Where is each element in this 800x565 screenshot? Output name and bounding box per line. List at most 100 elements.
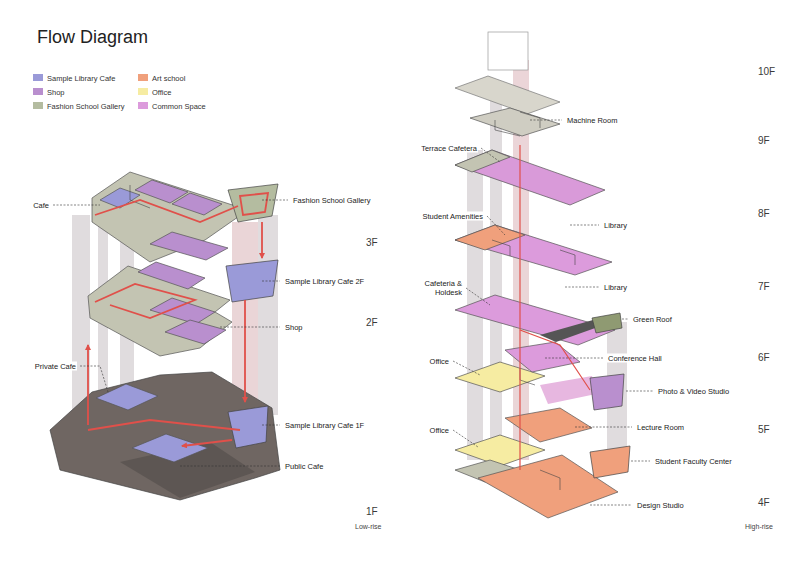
floor-plate	[455, 295, 615, 345]
floor-plate	[592, 313, 622, 333]
callout-label: Library	[603, 221, 628, 230]
callout-label: Conference Hall	[607, 354, 663, 363]
callout-label: Shop	[284, 323, 304, 332]
floor-label: 10F	[758, 66, 775, 78]
leader-line	[590, 505, 632, 506]
floor-plate	[505, 408, 592, 442]
floor-label: 6F	[758, 352, 770, 364]
legend-label: Common Space	[152, 102, 206, 111]
callout-label: Cafeteria & Holdesk	[423, 279, 463, 297]
callout-label: Office	[429, 357, 450, 366]
callout-label: Machine Room	[566, 116, 618, 125]
leader-line	[180, 466, 280, 467]
callout-label: Green Roof	[632, 315, 673, 324]
flow-line	[261, 222, 263, 258]
legend-swatch	[138, 74, 148, 81]
floor-plate	[455, 150, 605, 205]
core-column	[258, 215, 278, 415]
leader-line	[565, 287, 599, 288]
leader-line	[80, 366, 108, 392]
floor-plate	[455, 150, 510, 172]
legend-swatch	[33, 88, 43, 95]
leader-line	[453, 361, 480, 375]
diagram-title: Flow Diagram	[37, 27, 148, 49]
callout-label: Terrace Cafetera	[420, 144, 478, 153]
leader-line	[262, 425, 280, 426]
floor-plate	[228, 406, 268, 448]
floor-label: 2F	[366, 317, 378, 329]
floor-plate	[172, 193, 222, 215]
roof-box	[488, 32, 528, 70]
leader-line	[220, 327, 280, 328]
wall-line	[520, 368, 535, 385]
leader-line	[530, 120, 562, 121]
callout-label: Public Cafe	[284, 462, 324, 471]
flow-line	[519, 145, 520, 470]
floor-label: 4F	[758, 497, 770, 509]
callout-label: Design Studio	[636, 501, 685, 510]
legend-label: Fashion School Gallery	[47, 102, 125, 111]
leader-line	[626, 391, 653, 392]
leader-line	[487, 216, 505, 235]
flow-line	[182, 440, 232, 446]
callout-label: Cafe	[32, 201, 50, 210]
leader-line	[631, 461, 650, 462]
floor-plate	[150, 232, 228, 260]
callout-label: Student Faculty Center	[654, 457, 733, 466]
floor-label: 8F	[758, 208, 770, 220]
legend-label: Art school	[152, 74, 185, 83]
floor-plate	[590, 374, 624, 410]
wall-line	[560, 250, 575, 265]
callout-label: Student Amenities	[422, 212, 484, 221]
floor-plate	[50, 76, 630, 518]
floor-label: 9F	[758, 135, 770, 147]
flow-line	[240, 193, 268, 215]
callout-label: Sample Library Cafe 1F	[284, 421, 365, 430]
leader-line	[481, 148, 500, 162]
flow-line	[88, 145, 590, 470]
floor-label: 3F	[366, 237, 378, 249]
leader-line	[545, 358, 603, 359]
legend-label: Shop	[47, 88, 65, 97]
floor-label: 7F	[758, 281, 770, 293]
callout-label: Photo & Video Studio	[657, 387, 730, 396]
floor-plate	[132, 434, 208, 462]
core-column	[232, 222, 260, 412]
section-label: High-rise	[745, 523, 773, 531]
floor-plate	[92, 172, 248, 262]
legend-label: Office	[152, 88, 171, 97]
leader-line	[570, 225, 599, 226]
wall-line	[540, 470, 560, 490]
callout-label: Sample Library Cafe 2F	[284, 277, 365, 286]
leader-line	[53, 205, 100, 206]
floor-plate	[540, 376, 596, 404]
floor-plate	[138, 262, 205, 289]
legend-swatch	[33, 102, 43, 109]
floor-plate	[470, 108, 560, 136]
wall-line	[130, 112, 575, 490]
flow-line	[244, 300, 246, 402]
callout-label: Office	[429, 426, 450, 435]
flow-line	[520, 330, 590, 390]
wall-line	[130, 185, 150, 208]
leader-line	[262, 200, 288, 201]
floor-plate	[455, 225, 612, 275]
leader-line	[466, 288, 490, 305]
legend-swatch	[138, 102, 148, 109]
leader-line	[262, 281, 280, 282]
flow-line	[88, 420, 240, 430]
callout-label: Library	[603, 283, 628, 292]
section-label: Low-rise	[355, 523, 381, 531]
legend-swatch	[138, 88, 148, 95]
flow-line	[95, 284, 195, 318]
leader-line	[622, 319, 628, 320]
floor-label: 1F	[366, 506, 378, 518]
floor-plate	[455, 225, 525, 250]
floor-plate	[150, 298, 215, 324]
floor-plate	[505, 342, 580, 372]
callout-label: Lecture Room	[636, 423, 685, 432]
wall-line	[495, 120, 520, 136]
floor-label: 5F	[758, 424, 770, 436]
